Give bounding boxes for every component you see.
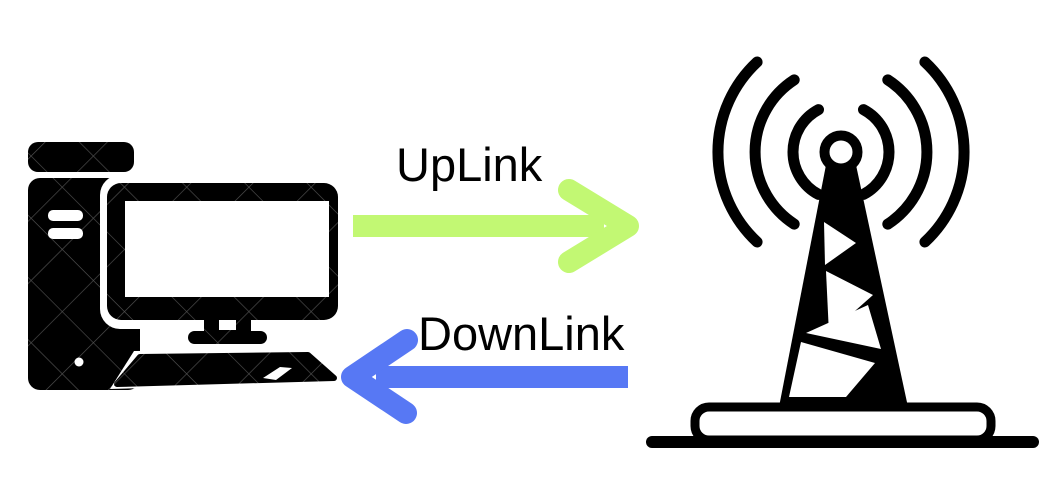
downlink-label: DownLink — [418, 307, 625, 360]
signal-arcs — [712, 56, 970, 248]
tower-cutout — [824, 222, 856, 265]
antenna-ring — [819, 130, 863, 174]
watermark-lattice — [20, 130, 350, 398]
signal-arc-right-inner — [858, 104, 895, 200]
tower-base — [690, 402, 996, 445]
uplink-arrow-head — [558, 179, 639, 273]
cell-tower-icon — [646, 56, 1039, 448]
downlink-arrow-icon — [341, 329, 628, 424]
signal-arc-left-outer — [712, 56, 763, 248]
downlink-arrow-head — [341, 329, 418, 424]
uplink-label: UpLink — [396, 138, 543, 191]
tower-cutout — [789, 342, 875, 397]
tower-cutout — [806, 305, 881, 349]
uplink-arrow-icon — [353, 179, 639, 273]
signal-arc-left-mid — [749, 74, 800, 230]
signal-arc-right-mid — [882, 74, 933, 230]
desktop-computer-icon — [20, 130, 350, 398]
tower-cutout — [826, 271, 873, 334]
signal-arc-left-inner — [787, 104, 824, 200]
signal-arc-right-outer — [919, 56, 970, 248]
